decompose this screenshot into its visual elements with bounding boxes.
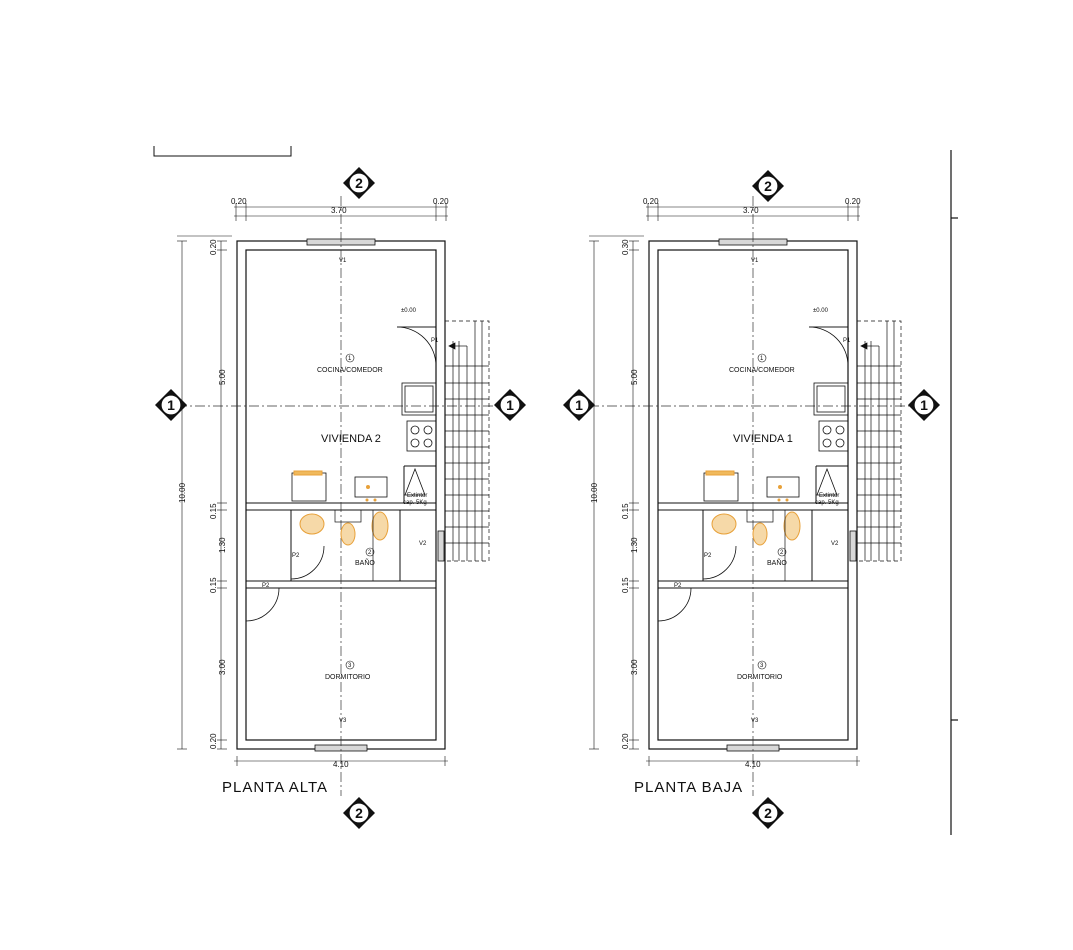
room-kitchen-label: COCINA/COMEDOR [317,367,383,374]
axis-markers: 2 2 1 1 2 2 1 1 [155,167,940,829]
axis-circle [499,394,521,416]
extinguisher-line2: cap. 5Kg [815,500,839,506]
axis-label: 1 [167,397,175,413]
frame-bracket [153,146,292,157]
dim-total-height: 10.00 [178,482,187,503]
axis-circle [160,394,182,416]
axis-circle [348,172,370,194]
axis-marker: 2 [343,167,375,199]
dim-total-width: 4.10 [333,760,349,769]
room-number-1: 1 [348,356,352,362]
axis-marker: 2 [343,797,375,829]
level-mark: ±0.00 [401,308,417,314]
axis-marker: 1 [494,389,526,421]
room-number-3: 3 [348,663,352,669]
extinguisher-line2: cap. 5Kg [403,500,427,506]
dim-wall-right: 0.20 [433,197,449,206]
room-bedroom-label: DORMITORIO [737,674,783,681]
dimensions-planta-baja [589,203,860,766]
axis-circle [913,394,935,416]
labels-planta-baja: 0.20 3.70 0.20 4.10 10.00 0.30 5.00 0.15… [590,197,861,769]
room-bedroom-label: DORMITORIO [325,674,371,681]
dim-wall2: 0.15 [621,577,630,593]
axis-label: 1 [506,397,514,413]
dim-bed: 3.00 [630,659,639,675]
axis-marker: 1 [563,389,595,421]
axis-circle [348,802,370,824]
dim-bottom: 0.20 [209,733,218,749]
plan-planta-baja [588,195,915,797]
room-bath-label: BAÑO [355,558,375,567]
dim-inner-width: 3.70 [743,206,759,215]
unit-name: VIVIENDA 1 [733,433,793,445]
axis-marker: 1 [908,389,940,421]
axis-marker: 2 [752,170,784,202]
room-kitchen-label: COCINA/COMEDOR [729,367,795,374]
dim-total-height: 10.00 [590,482,599,503]
dim-wall-left: 0.20 [231,197,247,206]
room-number-3: 3 [760,663,764,669]
plan-title-alta: PLANTA ALTA [222,779,328,796]
tag-p2b: P2 [674,583,682,589]
tag-v1: V1 [339,258,347,264]
dim-inner-width: 3.70 [331,206,347,215]
labels-planta-alta: 0.20 3.70 0.20 4.10 10.00 0.20 5.00 0.15… [178,197,449,769]
room-bath-label: BAÑO [767,558,787,567]
tag-p2b: P2 [262,583,270,589]
tag-p1: P1 [843,338,851,344]
axis-label: 2 [764,178,772,194]
dim-bed: 3.00 [218,659,227,675]
axis-label: 2 [764,805,772,821]
plan-title-baja: PLANTA BAJA [634,779,743,796]
axis-marker: 1 [155,389,187,421]
tag-v3: V3 [339,718,347,724]
tag-p2: P2 [292,553,300,559]
dim-wall1: 0.15 [621,503,630,519]
tag-v3: V3 [751,718,759,724]
sheet-border [950,150,958,835]
tag-v2: V2 [831,541,839,547]
axis-circle [568,394,590,416]
axis-label: 2 [355,805,363,821]
axis-label: 1 [575,397,583,413]
axis-label: 2 [355,175,363,191]
dim-total-width: 4.10 [745,760,761,769]
axis-marker: 2 [752,797,784,829]
dim-wall2: 0.15 [209,577,218,593]
tag-v1: V1 [751,258,759,264]
tag-p1: P1 [431,338,439,344]
dim-wall-left: 0.20 [643,197,659,206]
tag-v2: V2 [419,541,427,547]
dim-wall1: 0.15 [209,503,218,519]
dim-kitchen: 5.00 [630,369,639,385]
dim-bath: 1.30 [218,537,227,553]
tag-p2: P2 [704,553,712,559]
axis-circle [757,802,779,824]
dimensions-planta-alta [177,203,448,766]
axis-circle [757,175,779,197]
unit-name: VIVIENDA 2 [321,433,381,445]
room-number-2: 2 [368,550,372,556]
plan-planta-alta [176,195,503,797]
room-number-2: 2 [780,550,784,556]
extinguisher-line1: Extintor [819,493,839,499]
extinguisher-line1: Extintor [407,493,427,499]
dim-kitchen: 5.00 [218,369,227,385]
dim-bottom: 0.20 [621,733,630,749]
dim-top: 0.30 [621,239,630,255]
dim-top: 0.20 [209,239,218,255]
level-mark: ±0.00 [813,308,829,314]
dim-bath: 1.30 [630,537,639,553]
dim-wall-right: 0.20 [845,197,861,206]
axis-label: 1 [920,397,928,413]
room-number-1: 1 [760,356,764,362]
